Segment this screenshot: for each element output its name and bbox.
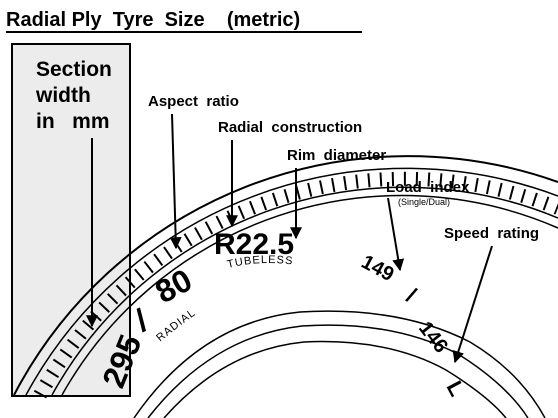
label-section-width-line1: Section <box>36 58 112 81</box>
arrow-load-index <box>387 197 405 272</box>
label-radial-construction: Radial construction <box>218 119 362 136</box>
sidewall-slash-1: / <box>130 302 153 338</box>
sidewall-slash-2: / <box>403 283 421 308</box>
sidewall-radial: RADIAL <box>154 307 198 345</box>
label-speed-rating: Speed rating <box>444 225 539 242</box>
sidewall-aspect-ratio: 80 <box>149 262 197 310</box>
section-width-box <box>11 43 131 397</box>
sidewall-rim-diameter: R22.5 <box>214 228 294 261</box>
label-load-index: Load index <box>386 179 470 196</box>
arrow-aspect-ratio <box>169 113 182 250</box>
label-load-index-sub: (Single/Dual) <box>398 197 450 207</box>
label-section-width-line2: width <box>35 84 91 107</box>
sidewall-speed-rating: L <box>442 377 470 401</box>
label-aspect-ratio: Aspect ratio <box>148 93 239 110</box>
diagram-title: Radial Ply Tyre Size (metric) <box>6 9 300 31</box>
sidewall-load-dual: 146 <box>414 318 452 358</box>
arrow-speed-rating <box>452 245 493 364</box>
sidewall-load-single: 149 <box>358 251 398 286</box>
callout-arrows <box>86 113 493 364</box>
label-rim-diameter: Rim diameter <box>287 147 386 164</box>
tyre-outline <box>13 155 558 418</box>
sidewall-radial-text: RADIAL <box>154 307 198 345</box>
label-section-width-line3: in mm <box>36 110 110 133</box>
